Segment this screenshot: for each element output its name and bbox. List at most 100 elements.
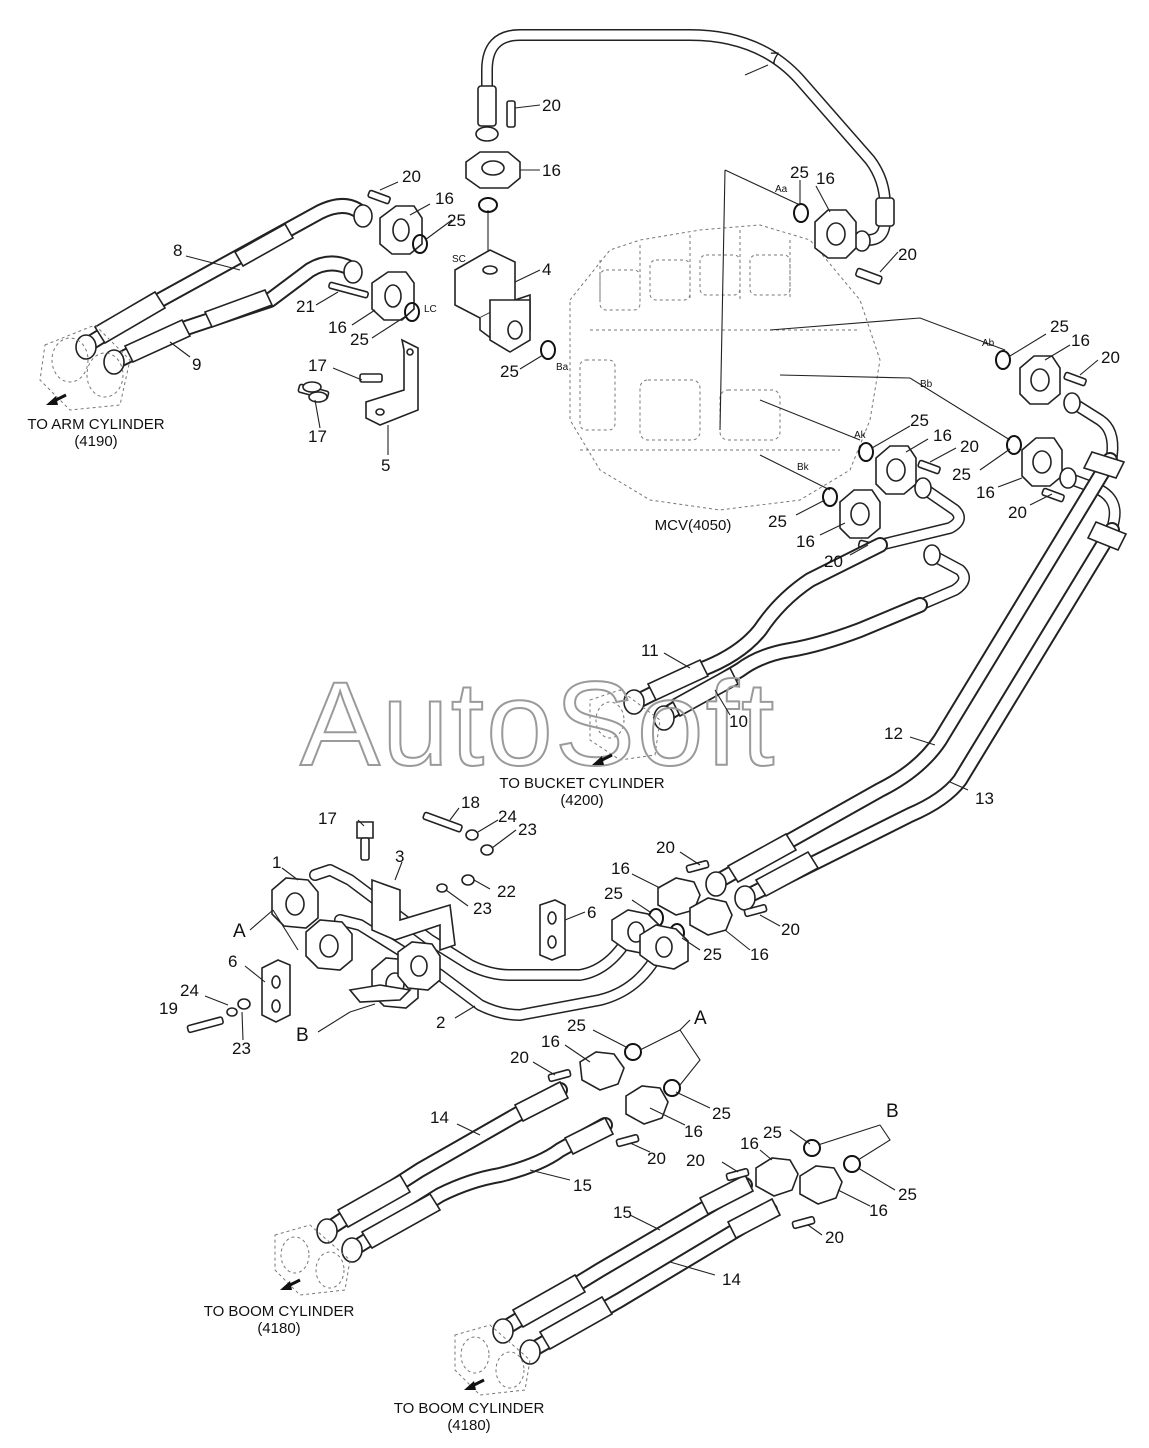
hose-10 [653,544,970,731]
valve-block-4 [454,210,531,353]
callout-16-n: 16 [869,1201,888,1220]
callout-16-f: 16 [933,426,952,445]
dest-boom-left-line1: TO BOOM CYLINDER [204,1303,355,1320]
callout-20-h: 20 [656,838,675,857]
port-sc: SC [452,254,466,265]
flange-16-bk [839,489,882,553]
bolts-and-washers-mid [186,811,494,1034]
callout-25-m: 25 [763,1123,782,1142]
hose-9 [103,255,363,375]
arrow-icon-bucket [592,753,613,765]
callout-leaders [169,64,1099,1276]
dest-boom-left-line2: (4180) [257,1320,300,1337]
bucket-cylinder-ghost [589,689,661,761]
callout-5: 5 [381,456,390,475]
callout-3: 3 [395,847,404,866]
bracket-3 [348,878,456,1003]
port-ba: Ba [556,362,569,373]
callout-6-b: 6 [228,952,237,971]
callout-16-l: 16 [684,1122,703,1141]
callout-11: 11 [641,641,659,660]
callout-16-h: 16 [796,532,815,551]
arrow-icon-arm [46,393,67,405]
callout-16-c: 16 [435,189,454,208]
callout-23-a: 23 [518,820,537,839]
callout-25-b: 25 [447,211,466,230]
callout-25-d: 25 [500,362,519,381]
group-leaders [249,909,891,1161]
dest-boom-right-line1: TO BOOM CYLINDER [394,1400,545,1417]
mcv-label: MCV(4050) [655,517,732,534]
callout-14-a: 14 [430,1108,449,1127]
flanges-16-mid [611,859,768,970]
callout-15-a: 15 [573,1176,592,1195]
hose-15-left [341,1116,615,1263]
group-letter-a-lower: A [694,1008,707,1029]
callout-13: 13 [975,789,994,808]
port-bk: Bk [797,462,810,473]
hose-15-right [492,1173,755,1344]
callout-25-n: 25 [898,1185,917,1204]
arrow-icon-boom-right [464,1378,485,1390]
arrow-icon-boom-left [280,1278,301,1290]
callout-17-a: 17 [308,356,327,375]
callout-18: 18 [461,793,480,812]
callout-20-a: 20 [542,96,561,115]
callout-16-g: 16 [976,483,995,502]
callout-16-j: 16 [750,945,769,964]
callout-23-c: 23 [232,1039,251,1058]
flange-16-ab [1019,355,1087,405]
callout-6-a: 6 [587,903,596,922]
callout-12: 12 [884,724,903,743]
bracket-5 [297,338,419,426]
callout-16-b: 16 [816,169,835,188]
callout-25-i: 25 [604,884,623,903]
callout-22: 22 [497,882,516,901]
callout-25-e: 25 [1050,317,1069,336]
callout-17-c: 17 [318,809,337,828]
callout-25-c: 25 [350,330,369,349]
callout-19: 19 [159,999,178,1018]
callout-4: 4 [542,260,551,279]
callout-25-h: 25 [768,512,787,531]
callout-2: 2 [436,1013,445,1032]
callout-1: 1 [272,853,281,872]
pipe-7 [475,29,895,252]
flange-a-left [271,877,319,929]
callout-16-i: 16 [611,859,630,878]
callout-24-a: 24 [498,807,517,826]
callout-25-f: 25 [910,411,929,430]
callout-16-a: 16 [542,161,561,180]
callout-20-b: 20 [898,245,917,264]
callout-20-l: 20 [686,1151,705,1170]
callout-21: 21 [296,297,315,316]
mcv-valve-block [569,224,881,511]
clamp-6-left [261,959,291,1023]
flange-a-left-2 [305,919,353,971]
callout-20-g: 20 [824,552,843,571]
flange-16-right-top [814,209,883,285]
group-letter-a-upper: A [233,921,246,942]
callout-16-m: 16 [740,1134,759,1153]
port-lc: LC [424,304,437,315]
callout-20-k: 20 [647,1149,666,1168]
callout-16-k: 16 [541,1032,560,1051]
callout-25-k: 25 [567,1016,586,1035]
callout-8: 8 [173,241,182,260]
callout-25-j: 25 [703,945,722,964]
port-bb: Bb [920,379,933,390]
hose-11 [623,477,965,715]
callout-9: 9 [192,355,201,374]
hose-14-left [316,1080,570,1244]
pipe-1 [309,864,636,981]
callout-20-j: 20 [510,1048,529,1067]
callout-10: 10 [729,712,748,731]
dest-bucket-line2: (4200) [560,792,603,809]
callout-25-g: 25 [952,465,971,484]
callout-20-m: 20 [825,1228,844,1247]
callout-23-b: 23 [473,899,492,918]
callout-20-e: 20 [960,437,979,456]
dest-boom-right-line2: (4180) [447,1417,490,1434]
flange-16-top [465,100,521,189]
